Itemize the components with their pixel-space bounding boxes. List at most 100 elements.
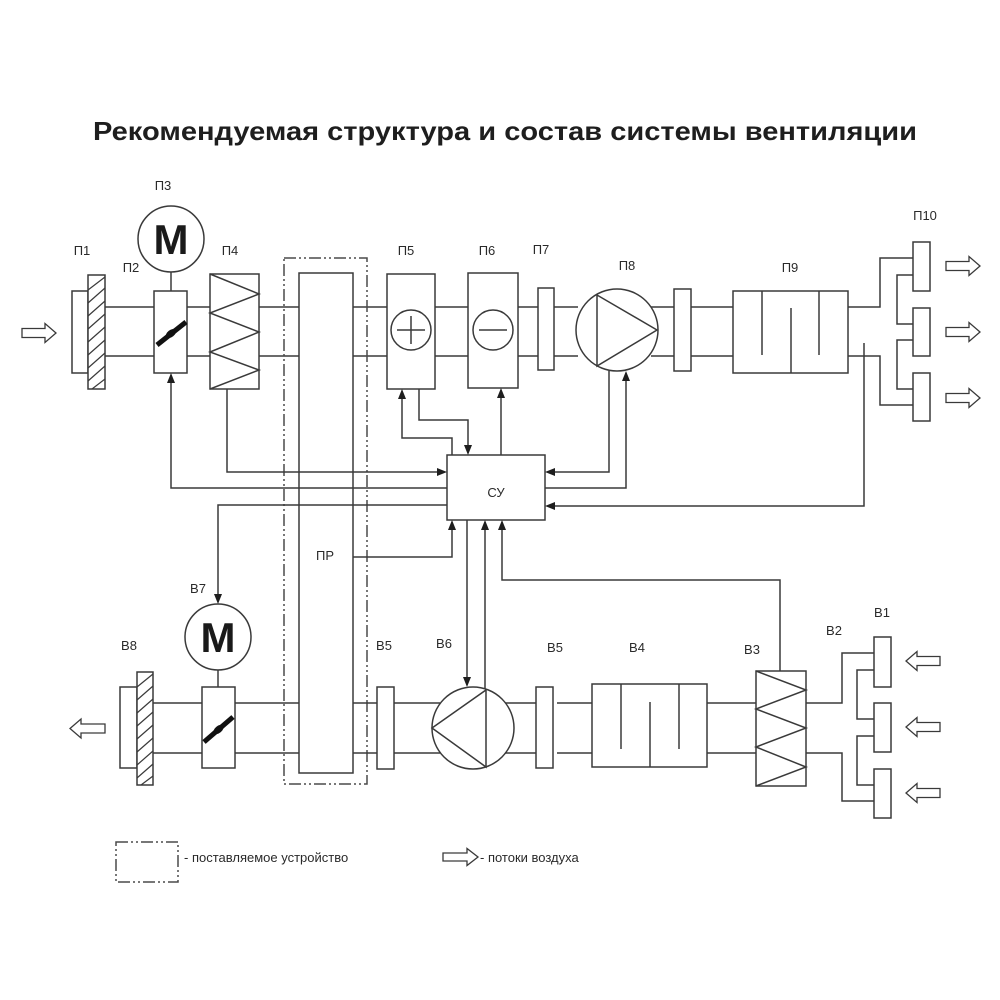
control-line-supply-fan-command xyxy=(545,380,627,489)
exhaust-grille-hatch xyxy=(136,673,154,786)
label-v4: В4 xyxy=(629,640,645,655)
legend-airflow-text: - потоки воздуха xyxy=(480,850,579,865)
exhaust-silencer xyxy=(591,683,708,768)
exhaust-grille xyxy=(119,671,154,786)
arrowhead-icon xyxy=(398,389,406,399)
supply-heater xyxy=(386,273,436,390)
intake-grille-frame xyxy=(71,290,89,374)
legend: - поставляемое устройство - потоки возду… xyxy=(115,841,579,883)
supply-fan-body xyxy=(575,288,659,372)
arrowhead-icon xyxy=(214,594,222,604)
supply-flexible-connector-outlet xyxy=(673,288,692,372)
exhaust-flexible-connector-inlet xyxy=(535,686,554,769)
supplied-device-boundary xyxy=(283,257,368,785)
supply-line: M xyxy=(21,178,981,422)
supply-silencer xyxy=(732,290,849,374)
exhaust-grille-frame xyxy=(119,686,138,769)
exhaust-duct xyxy=(153,702,756,754)
exhaust-grille-hatched-band xyxy=(136,671,154,786)
control-line-heater-sensor xyxy=(418,389,469,446)
supply-inlet-airflow-arrow-icon xyxy=(21,322,57,344)
control-unit: СУ xyxy=(446,454,546,521)
exhaust-flexible-connector-outlet xyxy=(376,686,395,770)
supply-duct xyxy=(105,306,733,357)
label-p9: П9 xyxy=(782,260,799,275)
control-line-exhaust-damper xyxy=(217,504,447,595)
supply-filter xyxy=(207,273,262,390)
label-v5-left: В5 xyxy=(376,638,392,653)
exhaust-grille xyxy=(873,768,892,819)
exhaust-air-damper xyxy=(201,686,236,769)
control-unit-body xyxy=(446,454,546,521)
control-line-supply-filter xyxy=(226,389,438,473)
label-p2: П2 xyxy=(123,260,140,275)
control-line-supply-damper xyxy=(170,382,447,489)
label-p8: П8 xyxy=(619,258,636,273)
supply-flexible-connector-inlet xyxy=(537,287,555,371)
exhaust-inlet-airflow-arrow-icon xyxy=(905,716,941,738)
exhaust-damper-actuator: M xyxy=(184,603,252,687)
supply-diffuser xyxy=(912,307,931,357)
label-p7: П7 xyxy=(533,242,550,257)
supply-intake-grille xyxy=(71,274,106,390)
intake-grille-hatch xyxy=(87,276,106,390)
legend-airflow-arrow-icon xyxy=(442,847,480,867)
exhaust-filter xyxy=(753,670,809,787)
supply-outlet-airflow-arrow-icon xyxy=(945,255,981,277)
supply-damper-hub xyxy=(165,328,177,339)
exhaust-actuator-motor-icon xyxy=(184,603,252,671)
supply-fan xyxy=(575,288,659,372)
supply-filter-zigzag-icon xyxy=(207,273,262,390)
supply-actuator-motor-icon xyxy=(137,205,205,273)
exhaust-fan xyxy=(430,686,515,770)
control-line-supply-fan-status xyxy=(554,371,610,473)
label-v6: В6 xyxy=(436,636,452,651)
exhaust-intake-grilles xyxy=(806,636,941,819)
arrowhead-icon xyxy=(437,468,447,476)
label-p5: П5 xyxy=(398,243,415,258)
control-line-exhaust-filter xyxy=(501,529,781,671)
legend-supplied-device-symbol xyxy=(115,841,179,883)
recuperator: ПР xyxy=(283,257,368,785)
supply-damper-actuator: M xyxy=(137,205,205,291)
legend-supplied-device-text: - поставляемое устройство xyxy=(184,850,348,865)
recuperator-body xyxy=(298,272,354,774)
label-v8: В8 xyxy=(121,638,137,653)
exhaust-damper-hub xyxy=(213,724,224,735)
arrowhead-icon xyxy=(481,520,489,530)
supply-diffusers xyxy=(848,241,981,422)
supply-outlet-airflow-arrow-icon xyxy=(945,321,981,343)
label-p1: П1 xyxy=(74,243,91,258)
supply-actuator-motor-symbol: M xyxy=(154,216,189,263)
arrowhead-icon xyxy=(497,388,505,398)
arrowhead-icon xyxy=(498,520,506,530)
label-v3: В3 xyxy=(744,642,760,657)
control-line-supply-air-sensor xyxy=(554,343,865,507)
supply-cooler xyxy=(467,272,519,389)
exhaust-filter-zigzag-icon xyxy=(753,670,809,787)
control-unit-label: СУ xyxy=(487,485,505,500)
arrowhead-icon xyxy=(545,502,555,510)
label-v5-right: В5 xyxy=(547,640,563,655)
supply-air-damper xyxy=(153,290,188,374)
label-v7: В7 xyxy=(190,581,206,596)
exhaust-outlet-airflow-arrow-icon xyxy=(69,717,106,740)
recuperator-label: ПР xyxy=(316,548,334,563)
arrowhead-icon xyxy=(463,677,471,687)
supply-diffuser xyxy=(912,372,931,422)
arrowhead-icon xyxy=(448,520,456,530)
exhaust-actuator-motor-symbol: M xyxy=(201,614,236,661)
exhaust-line: M xyxy=(69,581,941,819)
control-line-heater-command xyxy=(401,398,453,455)
control-lines xyxy=(167,343,865,690)
exhaust-fan-triangle-icon xyxy=(430,688,487,769)
exhaust-grille xyxy=(873,702,892,753)
arrowhead-icon xyxy=(545,468,555,476)
label-p6: П6 xyxy=(479,243,496,258)
diagram-title: Рекомендуемая структура и состав системы… xyxy=(93,116,917,146)
exhaust-grille xyxy=(873,636,892,688)
label-v1: В1 xyxy=(874,605,890,620)
arrowhead-icon xyxy=(167,373,175,383)
exhaust-filter-body xyxy=(755,670,807,787)
